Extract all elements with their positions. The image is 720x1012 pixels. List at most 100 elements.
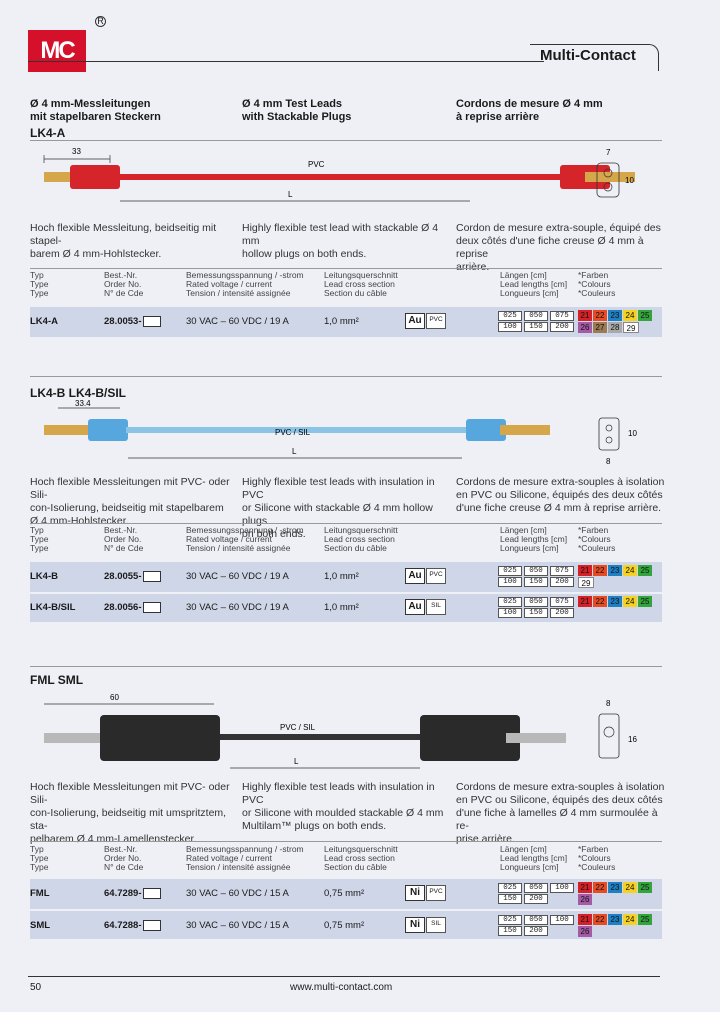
desc-line: Cordon de mesure extra-souple, équipé de… xyxy=(456,222,661,234)
desc-de: Hoch flexible Messleitungen mit PVC- ode… xyxy=(30,781,235,846)
spec-hd: *Couleurs xyxy=(578,288,616,298)
order-suffix-box xyxy=(143,316,161,327)
length-option: 075 xyxy=(550,566,574,576)
length-option: 200 xyxy=(550,608,574,618)
spec-lengths-header: Längen [cm]Lead lengths [cm]Longueurs [c… xyxy=(500,845,567,872)
spec-hd: Rated voltage / current xyxy=(186,853,272,863)
row-type: LK4-A xyxy=(30,316,58,327)
side-dim-height: 10 xyxy=(628,429,637,438)
side-dim-height: 10 xyxy=(625,176,634,185)
spec-hd: Order No. xyxy=(104,534,142,544)
desc-en: Highly flexible test lead with stackable… xyxy=(242,222,452,261)
length-option: 025 xyxy=(498,883,522,893)
desc-line: en PVC ou Silicone, équipés des deux côt… xyxy=(456,489,663,501)
heading-fr-line: Cordons de mesure Ø 4 mm xyxy=(456,98,603,110)
length-option: 050 xyxy=(524,566,548,576)
side-dim-height: 16 xyxy=(628,735,637,744)
spec-hd: N° de Cde xyxy=(104,543,144,553)
desc-line: Hoch flexible Messleitungen mit PVC- ode… xyxy=(30,476,230,501)
section-rule xyxy=(30,666,662,667)
plating-badge: Ni xyxy=(405,885,425,901)
registered-mark-icon: R xyxy=(95,16,106,27)
desc-line: prise arrière. xyxy=(456,833,515,845)
length-option: 025 xyxy=(498,566,522,576)
colour-swatch: 26 xyxy=(578,322,592,333)
spec-hd: Longueurs [cm] xyxy=(500,288,559,298)
spec-hd: Typ xyxy=(30,525,44,535)
colour-swatch: 29 xyxy=(623,322,639,333)
row-order: 64.7289- xyxy=(104,888,142,899)
colour-swatch: 29 xyxy=(578,577,594,588)
spec-hd: Section du câble xyxy=(324,288,387,298)
brand-frame xyxy=(530,44,659,71)
spec-colours-header: *Farben*Colours*Couleurs xyxy=(578,526,615,553)
desc-fr: Cordons de mesure extra-souples à isolat… xyxy=(456,781,666,846)
spec-hd: Type xyxy=(30,543,49,553)
spec-colours-header: *Farben*Colours*Couleurs xyxy=(578,845,615,872)
row-type: LK4-B xyxy=(30,571,58,582)
spec-hd: N° de Cde xyxy=(104,862,144,872)
desc-line: d'une fiche à lamelles Ø 4 mm surmoulée … xyxy=(456,807,658,832)
spec-hd: Best.-Nr. xyxy=(104,270,138,280)
length-option: 025 xyxy=(498,597,522,607)
spec-hd: *Couleurs xyxy=(578,862,616,872)
spec-hd: Tension / intensité assignée xyxy=(186,543,291,553)
spec-hd: Längen [cm] xyxy=(500,844,547,854)
insulation-badge: PVC xyxy=(426,313,446,329)
colour-swatch: 24 xyxy=(623,596,637,607)
length-option: 200 xyxy=(550,577,574,587)
length-option: 150 xyxy=(524,577,548,587)
order-suffix-box xyxy=(143,920,161,931)
colour-swatch: 23 xyxy=(608,310,622,321)
length-option: 025 xyxy=(498,915,522,925)
colour-swatch: 24 xyxy=(623,882,637,893)
spec-hd: Type xyxy=(30,288,49,298)
length-option: 150 xyxy=(524,608,548,618)
desc-en: Highly flexible test leads with insulati… xyxy=(242,781,452,833)
side-dim-width: 8 xyxy=(606,699,611,708)
row-cross: 1,0 mm² xyxy=(324,602,359,613)
length-option: 200 xyxy=(550,322,574,332)
desc-fr: Cordons de mesure extra-souples à isolat… xyxy=(456,476,666,515)
section-rule xyxy=(30,140,662,141)
desc-line: pelbarem Ø 4 mm-Lamellenstecker. xyxy=(30,833,197,845)
row-type: FML xyxy=(30,888,50,899)
dim-text: 33 xyxy=(72,147,81,156)
length-option: 100 xyxy=(498,608,522,618)
insulation-badge: SIL xyxy=(426,599,446,615)
colour-swatch: 24 xyxy=(623,310,637,321)
spec-colours-header: *Farben*Colours*Couleurs xyxy=(578,271,615,298)
desc-line: arrière. xyxy=(456,261,490,273)
colour-swatch: 26 xyxy=(578,894,592,905)
spec-rule xyxy=(30,268,662,269)
length-option: 150 xyxy=(498,926,522,936)
spec-hd: Lead lengths [cm] xyxy=(500,853,568,863)
length-label: L xyxy=(294,757,299,766)
page-number: 50 xyxy=(30,982,42,993)
spec-order-header: Best.-Nr.Order No.N° de Cde xyxy=(104,526,143,553)
length-option: 050 xyxy=(524,597,548,607)
desc-line: con-Isolierung, beidseitig mit stapelbar… xyxy=(30,502,224,514)
spec-hd: Rated voltage / current xyxy=(186,279,272,289)
colour-swatch: 22 xyxy=(593,882,607,893)
colour-swatch: 22 xyxy=(593,310,607,321)
colour-swatch: 22 xyxy=(593,914,607,925)
website-link[interactable]: www.multi-contact.com xyxy=(290,982,393,993)
desc-line: Highly flexible test lead with stackable… xyxy=(242,222,439,247)
spec-rule xyxy=(30,523,662,524)
desc-line: on both ends. xyxy=(242,528,306,540)
desc-line: Cordons de mesure extra-souples à isolat… xyxy=(456,476,665,488)
colour-swatch: 23 xyxy=(608,882,622,893)
row-rating: 30 VAC – 60 VDC / 15 A xyxy=(186,888,289,899)
row-cross: 1,0 mm² xyxy=(324,571,359,582)
spec-hd: *Colours xyxy=(578,853,611,863)
spec-hd: *Farben xyxy=(578,525,609,535)
dim-text: 33.4 xyxy=(75,399,91,408)
spec-hd: Typ xyxy=(30,270,44,280)
